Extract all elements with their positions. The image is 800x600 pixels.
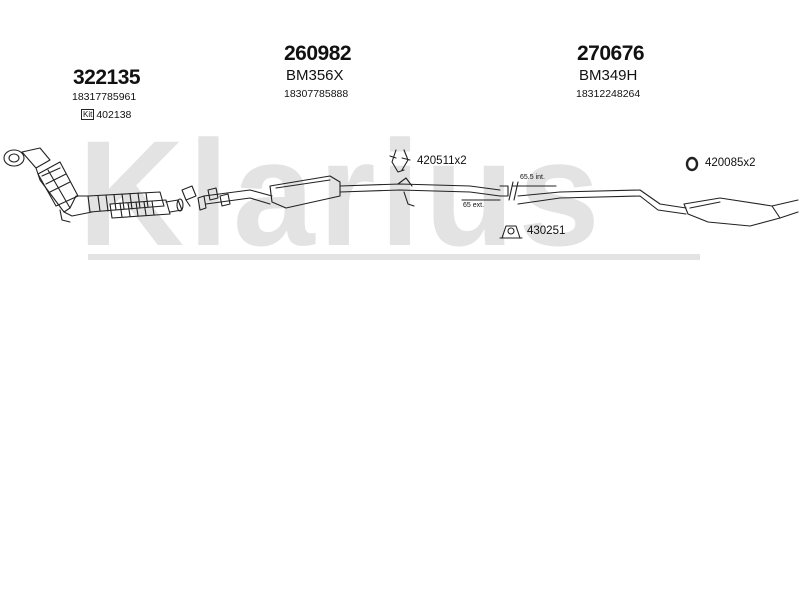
fitting-label-clamp: 420511x2 [417,155,467,167]
dimension-internal: 65.5 int. [520,174,545,181]
watermark-underline [88,254,700,260]
rear-silencer-drawing [517,189,799,227]
part-code-bm349h: BM349H [579,67,638,84]
part-number-260982: 260982 [284,42,352,65]
front-pipe-catalyst-drawing [3,147,93,223]
oem-number-1: 18317785961 [72,91,137,103]
rubber-ring-icon [685,156,699,172]
mounting-bracket-icon [499,225,523,239]
flex-pipe-drawing [87,191,184,219]
watermark-text: Klarius [78,109,604,277]
dimension-external: 65 ext. [463,202,485,209]
fitting-label-rubber-ring: 420085x2 [705,157,756,169]
dimension-markers [461,181,557,201]
part-code-bm356x: BM356X [286,67,344,84]
part-number-270676: 270676 [577,42,645,65]
oem-number-2: 18307785888 [284,88,349,100]
clamp-drawings [181,185,231,211]
oem-number-3: 18312248264 [576,88,641,100]
middle-silencer-drawing [203,175,509,209]
kit-number: 402138 [96,109,132,121]
part-number-322135: 322135 [73,66,141,89]
clamp-icon [389,149,411,173]
kit-badge: Kit [81,109,95,120]
fitting-label-bracket: 430251 [527,225,566,237]
